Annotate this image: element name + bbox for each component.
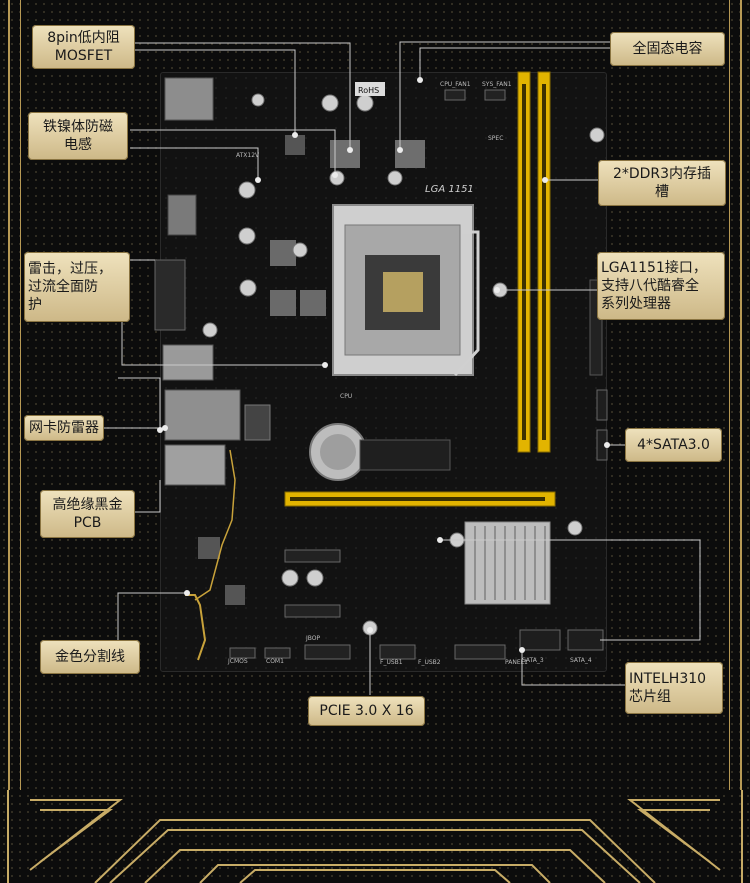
io-chip [225, 585, 245, 605]
callout-pcb: 高绝缘黑金 PCB [40, 490, 135, 538]
callout-choke: 铁镍体防磁 电感 [28, 112, 128, 160]
svg-text:JCMOS: JCMOS [227, 658, 248, 665]
m2-slot [244, 404, 271, 441]
hdmi-port [167, 194, 197, 236]
vga-port [154, 259, 186, 331]
capacitors [202, 93, 605, 636]
leader-dots [157, 77, 610, 653]
audio-port [164, 444, 226, 486]
gold-divider-trace-2 [194, 449, 236, 601]
callout-sata: 4*SATA3.0 [625, 428, 722, 462]
rohs-badge [355, 82, 385, 96]
frame-line-left-outer [8, 0, 10, 790]
socket-lever [453, 230, 480, 377]
callout-ddr3: 2*DDR3内存插 槽 [598, 160, 726, 206]
choke-1 [270, 240, 296, 266]
audio-chip [198, 537, 220, 559]
svg-text:ATX12V: ATX12V [236, 152, 260, 159]
callout-gold-line: 金色分割线 [40, 640, 140, 674]
sata-port-4 [567, 629, 604, 651]
sys-fan-header [484, 89, 506, 101]
leader-lines [100, 41, 701, 695]
svg-text:CPU: CPU [340, 393, 352, 400]
chipset-heatsink [464, 521, 551, 605]
choke-3 [300, 290, 326, 316]
callout-lan: 网卡防雷器 [24, 415, 104, 441]
frame-line-left-inner [20, 0, 21, 790]
svg-text:SATA_3: SATA_3 [522, 657, 544, 664]
callout-pcie: PCIE 3.0 X 16 [308, 696, 425, 726]
decorative-bottom-frame [7, 790, 743, 883]
lan-port [164, 389, 241, 441]
callout-chipset: INTELH310 芯片组 [625, 662, 723, 714]
choke-2 [270, 290, 296, 316]
frame-line-right-inner [729, 0, 730, 790]
svg-text:F_USB2: F_USB2 [418, 659, 441, 666]
svg-text:JBOP: JBOP [305, 635, 321, 642]
svg-text:SYS_FAN1: SYS_FAN1 [482, 81, 512, 88]
pcie-x1-slot-2 [284, 604, 341, 618]
svg-text:PANEL1: PANEL1 [505, 659, 528, 666]
svg-text:SPEC: SPEC [488, 135, 503, 142]
sata-port-3 [519, 629, 561, 651]
callout-capacitor: 全固态电容 [610, 32, 725, 66]
cpu-fan-header [444, 89, 466, 101]
pcie-x1-slot-1 [284, 549, 341, 563]
usb3-port [162, 344, 214, 381]
gold-divider-trace [185, 594, 207, 661]
socket-marking: LGA 1151 [425, 184, 474, 195]
callout-mosfet: 8pin低内阻 MOSFET [32, 25, 135, 69]
frame-line-right-outer [740, 0, 742, 790]
callout-protection: 雷击，过压， 过流全面防 护 [24, 252, 130, 322]
svg-text:SATA_4: SATA_4 [570, 657, 592, 664]
rohs-text: RoHS [358, 86, 379, 95]
choke-4 [285, 135, 305, 155]
pcie-x1-top [359, 439, 451, 471]
callout-socket: LGA1151接口， 支持八代酷睿全 系列处理器 [597, 252, 725, 320]
svg-text:CPU_FAN1: CPU_FAN1 [440, 81, 471, 88]
svg-text:COM1: COM1 [266, 658, 284, 665]
svg-text:F_USB1: F_USB1 [380, 659, 403, 666]
sata-port-1 [596, 389, 608, 421]
usb-ps2-port [164, 77, 214, 121]
cpu-socket-center [383, 272, 423, 312]
